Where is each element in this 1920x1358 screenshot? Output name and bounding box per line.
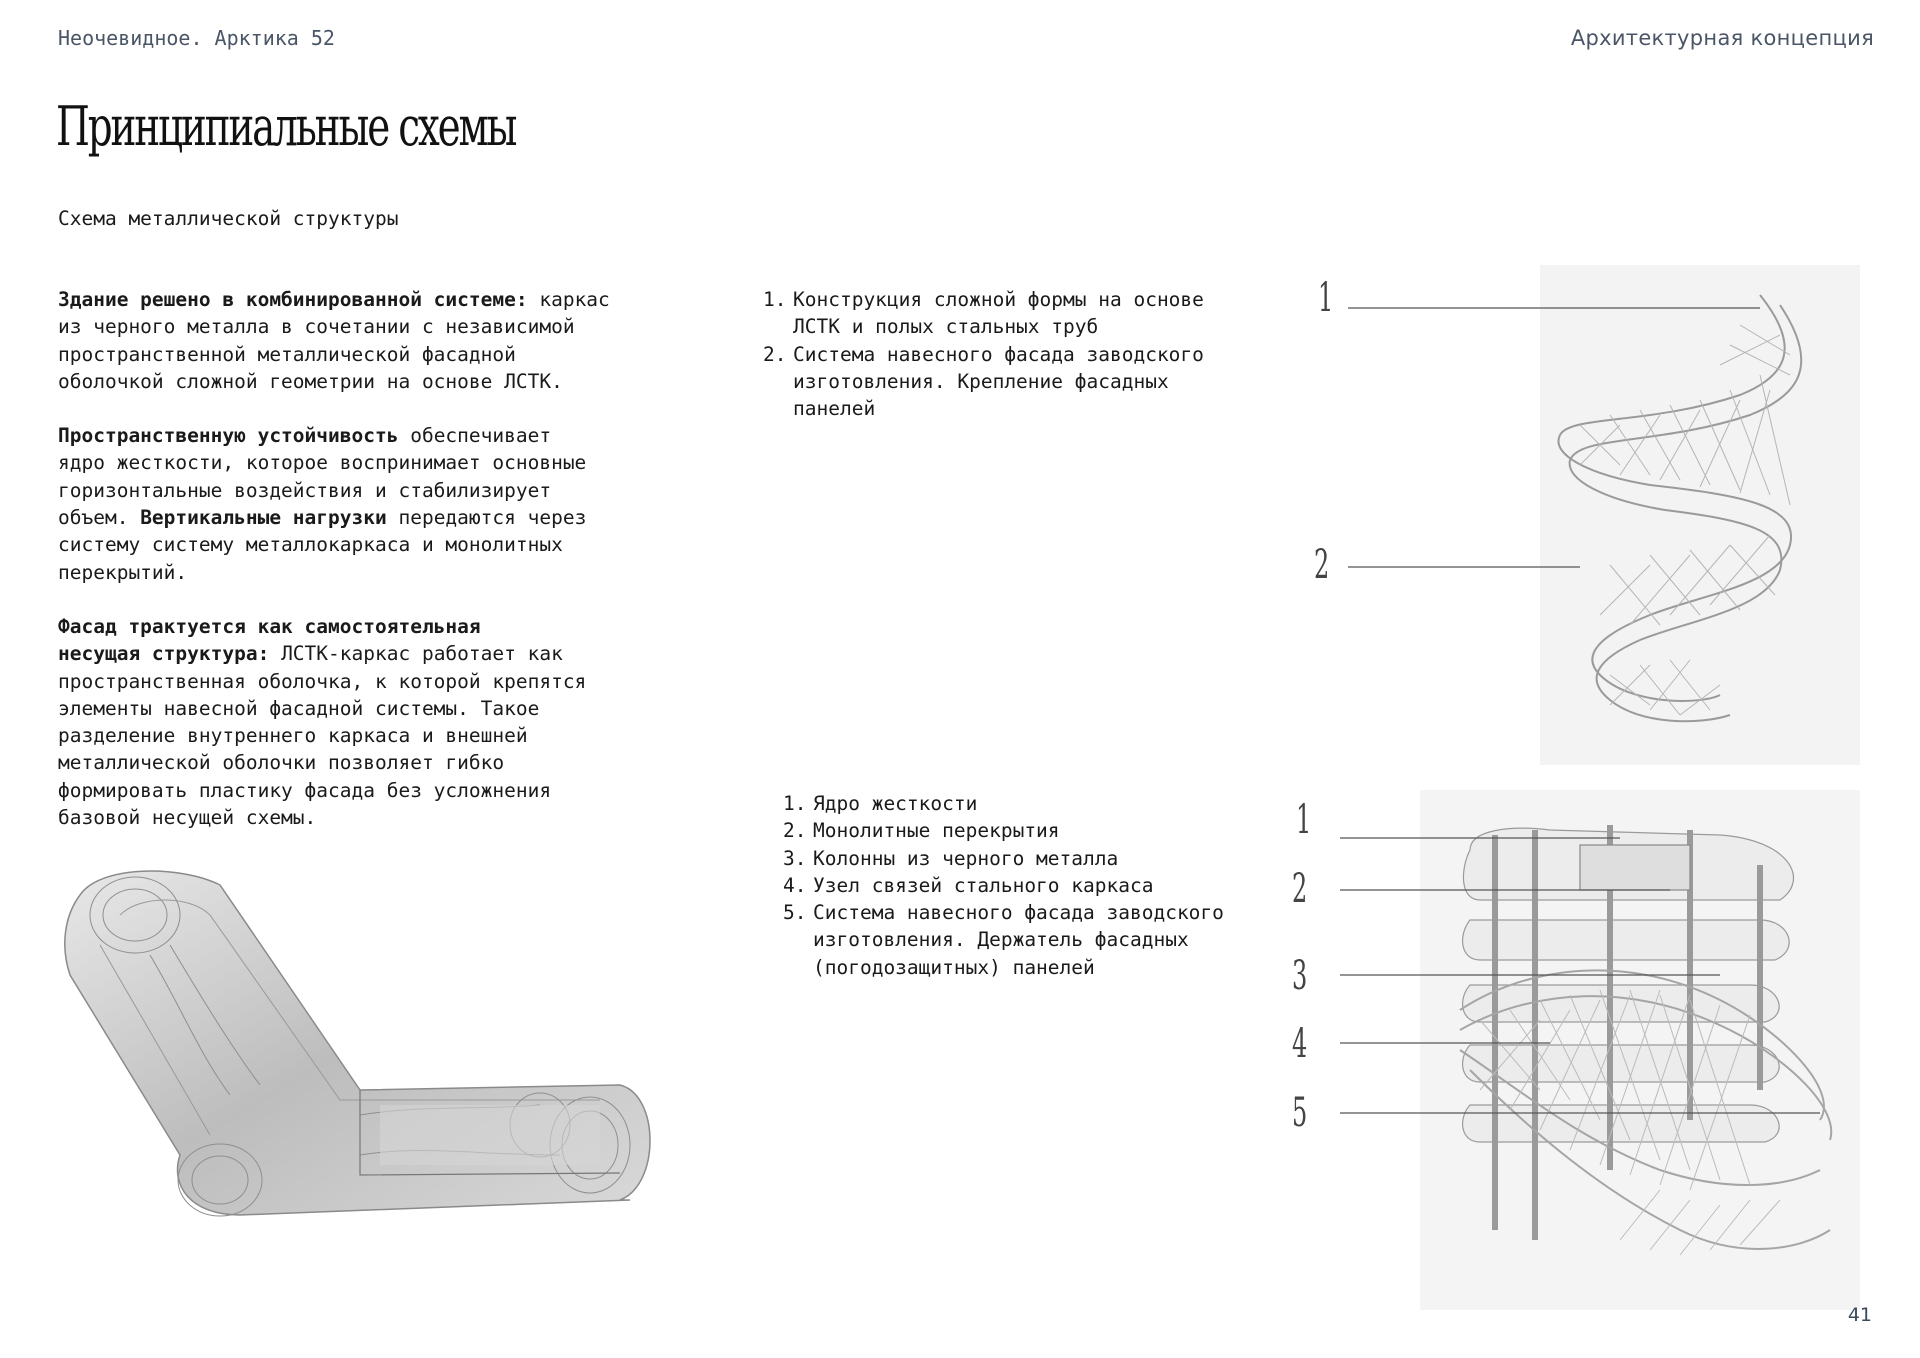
list-item: 2.Система навесного фасада заводского из…: [763, 341, 1263, 423]
list-item: 4.Узел связей стального каркаса: [783, 872, 1283, 899]
paragraph-2-bold-2: Вертикальные нагрузки: [140, 506, 387, 530]
list-number: 3.: [783, 846, 807, 870]
list-text: Монолитные перекрытия: [813, 819, 1060, 843]
list-number: 4.: [783, 873, 807, 897]
structure-list-2: 1. Ядро жесткости 2.Монолитные перекрытия…: [783, 790, 1283, 981]
paragraph-3-text: ЛСТК-каркас работает как пространственна…: [58, 642, 587, 830]
list-item: 2.Монолитные перекрытия: [783, 817, 1283, 844]
list-number: 1.: [783, 792, 807, 815]
body-text: Здание решено в комбинированной системе:…: [58, 286, 678, 858]
l-shape-shell-figure: [64, 870, 651, 1217]
paragraph-1: Здание решено в комбинированной системе:…: [58, 286, 678, 395]
list-number: 2.: [783, 819, 807, 843]
header-left-title: Неочевидное. Арктика 52: [58, 26, 335, 50]
callout-number: 2: [1314, 542, 1330, 588]
list-number: 1.: [763, 288, 787, 311]
list-text: Система навесного фасада заводского изго…: [813, 901, 1224, 979]
callout-number: 3: [1292, 953, 1308, 999]
callout-number: 2: [1292, 866, 1308, 912]
header-right-section: Архитектурная концепция: [1570, 26, 1874, 50]
list-text: Ядро жесткости: [813, 792, 978, 815]
callout-number: 5: [1292, 1090, 1308, 1136]
spiral-lattice-figure: [1348, 265, 1860, 765]
list-text: Колонны из черного металла: [813, 846, 1119, 870]
list-text: Конструкция сложной формы на основе ЛСТК…: [793, 288, 1204, 339]
list-item: 1. Ядро жесткости: [783, 790, 1283, 817]
list-number: 2.: [763, 342, 787, 366]
callout-number: 4: [1292, 1021, 1308, 1067]
section-subtitle: Схема металлической структуры: [58, 207, 399, 230]
list-item: 3.Колонны из черного металла: [783, 845, 1283, 872]
callout-number: 1: [1296, 797, 1312, 843]
paragraph-2-text-b: передаются через систему систему металло…: [58, 506, 587, 584]
paragraph-1-bold: Здание решено в комбинированной системе:: [58, 288, 528, 311]
callout-number: 1: [1318, 275, 1334, 321]
list-item: 5.Система навесного фасада заводского из…: [783, 899, 1283, 981]
paragraph-3: Фасад трактуется как самостоятельная нес…: [58, 613, 678, 831]
paragraph-2-bold: Пространственную устойчивость: [58, 424, 399, 448]
list-text: Узел связей стального каркаса: [813, 873, 1154, 897]
list-number: 5.: [783, 901, 807, 925]
paragraph-3-bold: Фасад трактуется как самостоятельная нес…: [58, 614, 481, 666]
list-item: 1. Конструкция сложной формы на основе ЛС…: [763, 286, 1263, 341]
paragraph-1-text: каркас из черного металла в сочетании с …: [58, 288, 610, 393]
structure-list-1: 1. Конструкция сложной формы на основе ЛС…: [763, 286, 1263, 422]
page-title: Принципиальные схемы: [56, 95, 517, 158]
building-frame-figure: [1340, 790, 1860, 1310]
list-text: Система навесного фасада заводского изго…: [793, 342, 1204, 421]
paragraph-2: Пространственную устойчивость обеспечива…: [58, 422, 678, 586]
paragraph-2-text-a: обеспечивает ядро жесткости, которое вос…: [58, 424, 587, 530]
page-number: 41: [1847, 1304, 1872, 1326]
